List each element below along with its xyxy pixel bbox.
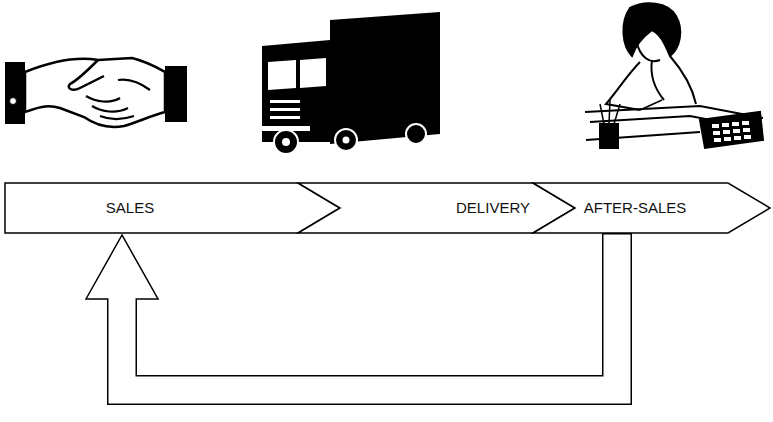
trailer [330,12,440,144]
cuff-button [10,98,17,105]
arm [606,62,640,110]
right-cuff [165,66,187,122]
chevron-shape [298,183,575,233]
grille-line [270,108,300,111]
wheel [406,124,426,144]
back [670,56,696,104]
woman-at-desk-icon [585,3,763,148]
process-chevron: DELIVERY [298,183,575,233]
pencils [600,100,620,124]
grille-line [270,100,300,103]
hair [623,3,680,56]
stage-label: SALES [106,199,154,217]
arrow-fill [122,235,617,391]
thumb [69,60,104,90]
grille-line [270,116,300,119]
chevron-shape [5,183,340,233]
arrow-head [86,235,158,299]
pen-cup [600,124,618,148]
arrow-outline [122,233,617,390]
face [636,40,660,61]
hub [343,137,350,144]
chevron-outline [5,183,340,233]
shoulder [652,60,665,100]
stage-label: DELIVERY [456,199,530,217]
left-cuff [5,62,25,124]
windshield-right [300,58,326,88]
hub [282,138,290,146]
fingers [86,80,150,119]
chevron-shape [533,183,770,233]
pen [640,100,662,110]
process-chevron: AFTER-SALES [533,183,770,233]
cab [262,40,330,142]
wheel [335,129,357,151]
telephone [700,112,763,148]
process-chevron: SALES [5,183,340,233]
wheel [274,130,298,154]
stage-label: AFTER-SALES [584,199,687,217]
hands [25,58,165,127]
keypad [712,121,751,142]
feedback-arrow [86,233,617,390]
chevron-outline [298,183,575,233]
windshield-left [268,60,296,90]
handshake-icon [5,58,187,127]
truck-icon [262,12,440,154]
